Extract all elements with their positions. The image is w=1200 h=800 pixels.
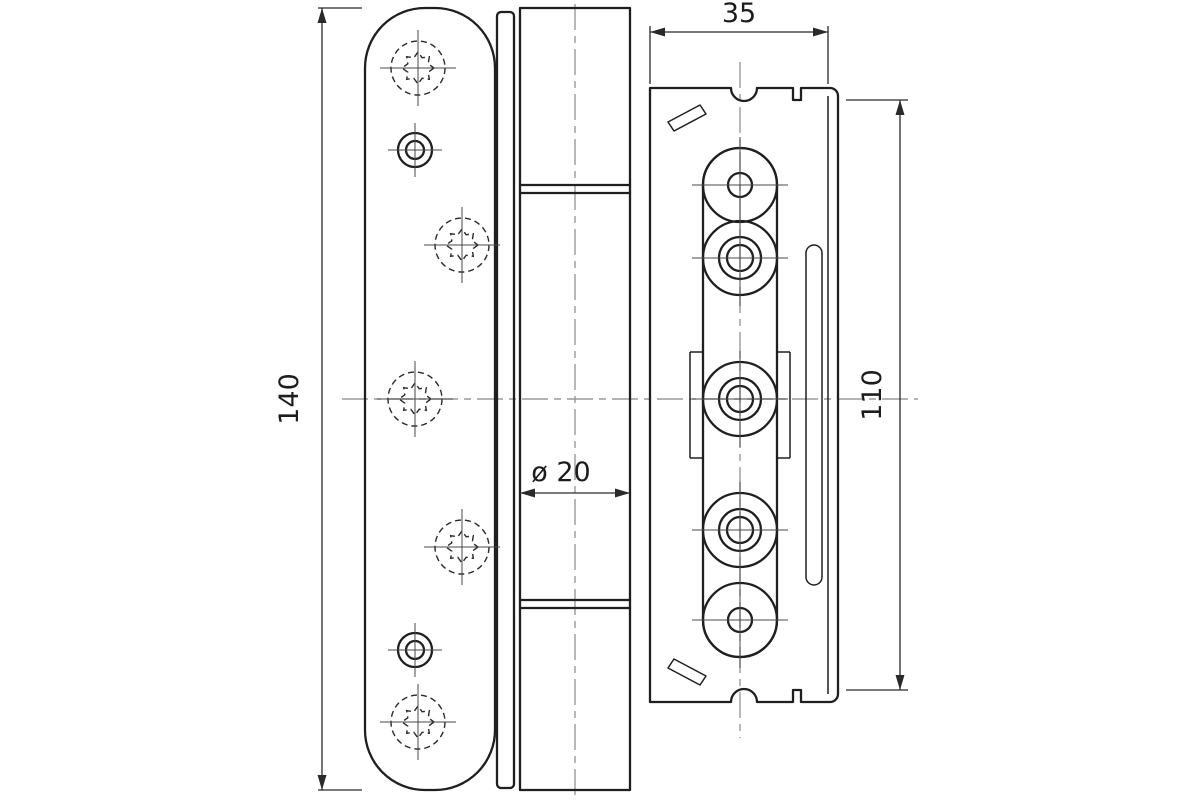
arrowhead <box>520 488 535 498</box>
torx-hole <box>423 508 501 586</box>
dimension-barrel-diameter: ø 20 <box>520 457 630 498</box>
dimension-label-diameter-20: ø 20 <box>531 457 590 488</box>
arrowhead <box>895 675 905 690</box>
mounting-boss-screw <box>690 208 790 308</box>
top-slanted-slot <box>667 104 707 132</box>
mounting-boss-screw <box>690 349 790 449</box>
barrel-outline <box>518 6 632 792</box>
adjustment-slot <box>805 244 823 586</box>
dimension-label-35: 35 <box>722 0 756 29</box>
bottom-slanted-slot <box>667 658 707 686</box>
dimension-frame-width: 35 <box>649 0 829 84</box>
frame-part-outline <box>648 86 840 704</box>
screw-head <box>386 621 444 679</box>
hinge-barrel <box>518 6 632 792</box>
torx-hole <box>379 683 457 761</box>
frame-hinge-component <box>648 86 840 704</box>
dimension-label-140: 140 <box>274 373 305 425</box>
arrowhead <box>615 488 630 498</box>
rib-step-lines <box>689 351 791 459</box>
mounting-boss <box>690 570 790 670</box>
arrowhead <box>813 27 828 37</box>
arrowhead <box>317 775 327 790</box>
torx-hole <box>379 29 457 107</box>
arrowhead <box>650 27 665 37</box>
torx-hole <box>376 360 454 438</box>
torx-hole <box>423 206 501 284</box>
mounting-boss-screw <box>690 480 790 580</box>
dimension-leaf-height: 140 <box>274 7 362 791</box>
leaf-plate-outline <box>363 6 497 792</box>
hinge-leaf-plate <box>363 6 516 792</box>
arrowhead <box>317 8 327 23</box>
arrowhead <box>895 100 905 115</box>
leaf-plate-edge-strip <box>495 10 516 790</box>
screw-head <box>386 121 444 179</box>
dimension-label-110: 110 <box>857 369 888 421</box>
dimension-frame-hole-span: 110 <box>846 99 908 691</box>
